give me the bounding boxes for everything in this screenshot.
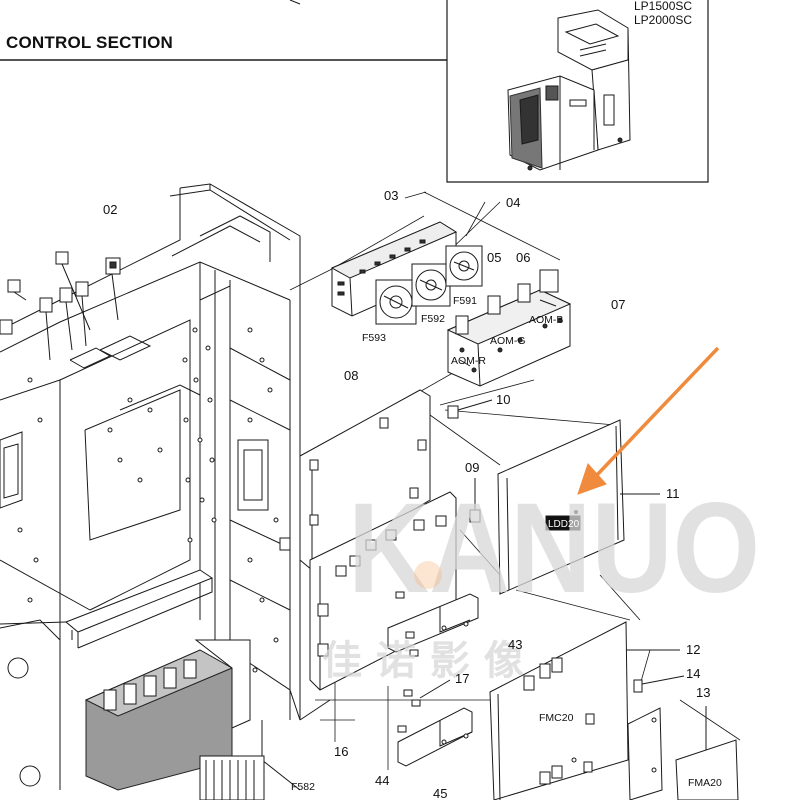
bracket-08: [280, 390, 430, 570]
part-labels: F591 F592 F593 F582 AOM-R AOM-G AOM-B LD…: [291, 295, 722, 793]
fan-assembly: [332, 222, 482, 324]
top-leader: [290, 0, 300, 4]
inset-frame: [447, 0, 708, 182]
connector-10: [448, 400, 492, 418]
watermark-latin: KANUO: [348, 477, 760, 620]
callout-12: 12: [686, 642, 700, 657]
arrow-icon: [578, 348, 718, 494]
frame-connectors: [0, 252, 120, 360]
callout-11: 11: [666, 486, 680, 501]
model-label-1: LP1500SC: [634, 0, 693, 13]
label-aom-g: AOM-G: [490, 335, 526, 347]
rail-16: [0, 570, 212, 648]
callout-05: 05: [487, 250, 501, 265]
connector-09: [470, 478, 480, 522]
callout-08: 08: [344, 368, 358, 383]
label-fmc20: FMC20: [539, 712, 574, 724]
watermark: KANUO 佳 诺 影 像: [322, 477, 760, 684]
label-f591: F591: [453, 295, 477, 307]
bracket-middle: [310, 492, 456, 690]
section-title: CONTROL SECTION: [6, 33, 174, 52]
watermark-chinese: 佳 诺 影 像: [322, 638, 524, 684]
callout-07: 07: [611, 297, 625, 312]
label-f582: F582: [291, 781, 315, 793]
callout-44: 44: [375, 773, 389, 788]
callout-02: 02: [103, 202, 117, 217]
callout-04: 04: [506, 195, 520, 210]
aom-block: [448, 270, 570, 386]
model-label-2: LP2000SC: [634, 13, 693, 27]
label-f592: F592: [421, 313, 445, 325]
label-fma20: FMA20: [688, 777, 722, 789]
label-ldd20: LDD20: [548, 519, 580, 530]
callout-45: 45: [433, 786, 447, 800]
callout-17: 17: [455, 671, 469, 686]
frame-holes: [18, 328, 278, 672]
board-13: [628, 676, 738, 800]
callout-03: 03: [384, 188, 398, 203]
power-unit: [0, 620, 264, 800]
callout-13: 13: [696, 685, 710, 700]
callout-10: 10: [496, 392, 510, 407]
bracket-45: [398, 708, 472, 766]
callout-14: 14: [686, 666, 700, 681]
callout-16: 16: [334, 744, 348, 759]
callout-43: 43: [508, 637, 522, 652]
callout-06: 06: [516, 250, 530, 265]
main-frame: [0, 184, 330, 790]
board-12: [490, 622, 680, 800]
machine-thumbnail: [508, 10, 630, 170]
label-aom-b: AOM-B: [529, 314, 563, 326]
label-f593: F593: [362, 332, 386, 344]
screws-17: [396, 592, 450, 732]
board-11: [498, 420, 660, 594]
callout-numbers: 02 03 04 05 06 07 08 09 10 11 12 13 14 1…: [103, 188, 710, 800]
callout-09: 09: [465, 460, 479, 475]
label-aom-r: AOM-R: [451, 355, 486, 367]
